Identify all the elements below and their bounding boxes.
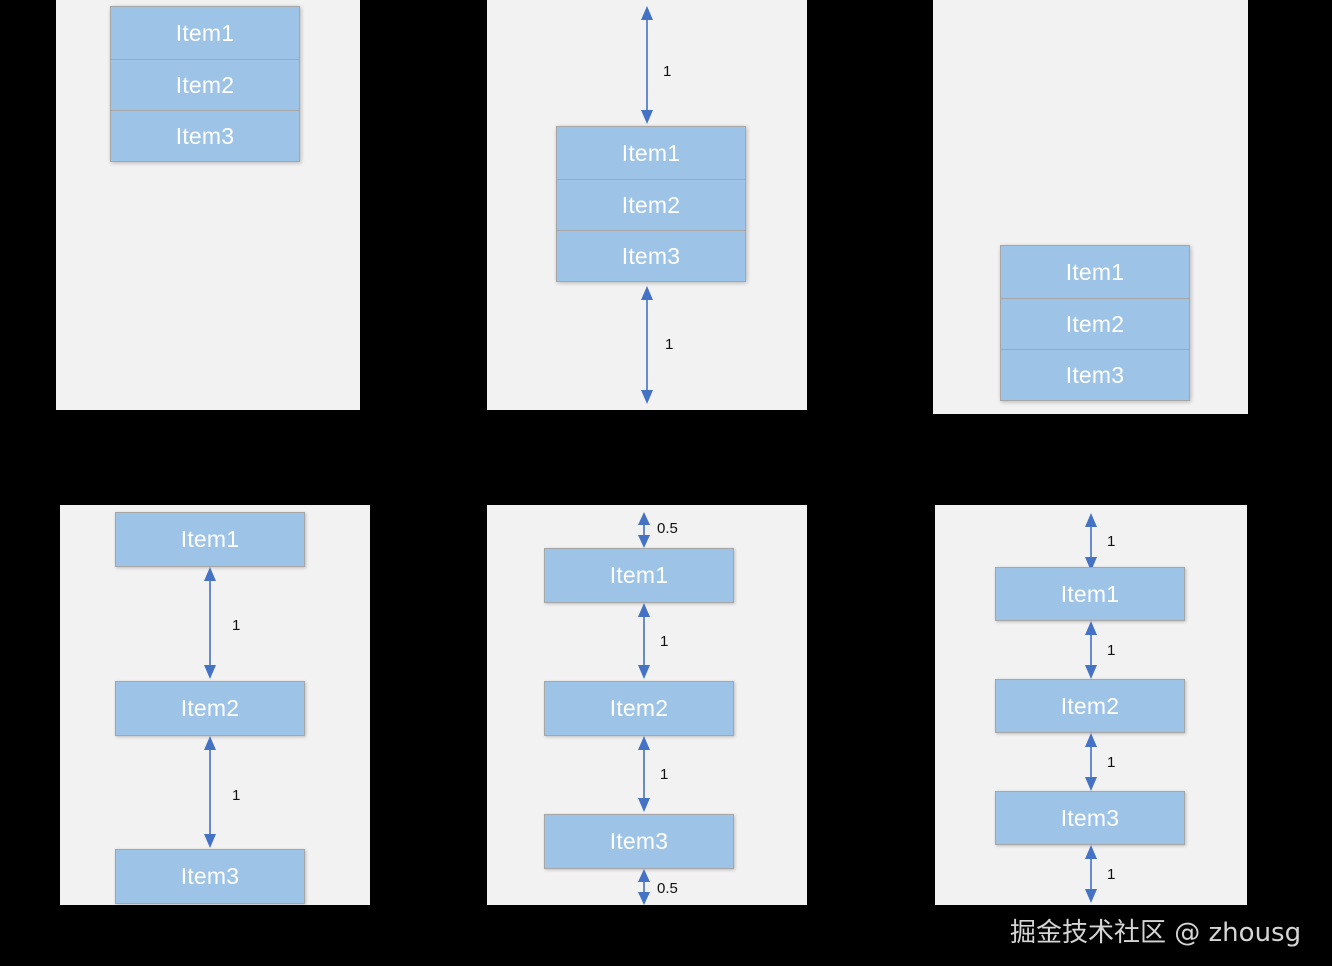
- gap-arrow-bottom: [639, 286, 655, 404]
- gap-label: 1: [665, 336, 674, 353]
- gap-label: 1: [232, 787, 241, 804]
- item-box[interactable]: Item2: [110, 59, 300, 111]
- item-box[interactable]: Item3: [544, 814, 734, 869]
- item-box[interactable]: Item3: [556, 230, 746, 282]
- item-box[interactable]: Item1: [544, 548, 734, 603]
- item-box[interactable]: Item3: [115, 849, 305, 904]
- panel-space-around: 0.5 Item1 1 Item2 1 Item3: [487, 505, 807, 905]
- item-box[interactable]: Item2: [556, 179, 746, 231]
- item-stack: Item1 Item2 Item3: [556, 126, 746, 282]
- gap-arrow-2: [1083, 733, 1099, 791]
- gap-arrow-2: [202, 736, 218, 848]
- gap-arrow-1: [636, 603, 652, 679]
- panel-space-between: Item1 1 Item2 1 Item3: [60, 505, 370, 905]
- panel-flex-end: Item1 Item2 Item3: [933, 0, 1248, 414]
- gap-arrow-bottom: [636, 869, 652, 905]
- item-box[interactable]: Item1: [556, 126, 746, 180]
- item-stack: Item1 Item2 Item3: [110, 6, 300, 162]
- gap-arrow-1: [202, 567, 218, 679]
- item-box[interactable]: Item3: [995, 791, 1185, 845]
- gap-label: 1: [1107, 533, 1116, 550]
- gap-arrow-top: [636, 512, 652, 548]
- gap-label: 1: [663, 63, 672, 80]
- gap-label: 1: [660, 633, 669, 650]
- gap-arrow-bottom: [1083, 845, 1099, 903]
- gap-label: 0.5: [657, 880, 678, 897]
- item-box[interactable]: Item2: [995, 679, 1185, 733]
- item-box[interactable]: Item2: [544, 681, 734, 736]
- gap-label: 1: [1107, 642, 1116, 659]
- gap-label: 1: [232, 617, 241, 634]
- panel-space-evenly: 1 Item1 1 Item2 1 Item3: [935, 505, 1247, 905]
- item-box[interactable]: Item2: [115, 681, 305, 736]
- item-box[interactable]: Item1: [110, 6, 300, 60]
- gap-label: 0.5: [657, 520, 678, 537]
- gap-label: 1: [660, 766, 669, 783]
- gap-arrow-1: [1083, 621, 1099, 679]
- item-box[interactable]: Item1: [1000, 245, 1190, 299]
- item-box[interactable]: Item3: [110, 110, 300, 162]
- panel-flex-start: Item1 Item2 Item3: [56, 0, 360, 410]
- item-stack: Item1 Item2 Item3: [1000, 245, 1190, 401]
- item-box[interactable]: Item3: [1000, 349, 1190, 401]
- gap-label: 1: [1107, 754, 1116, 771]
- gap-label: 1: [1107, 866, 1116, 883]
- item-box[interactable]: Item2: [1000, 298, 1190, 350]
- item-box[interactable]: Item1: [995, 567, 1185, 621]
- item-box[interactable]: Item1: [115, 512, 305, 567]
- gap-arrow-2: [636, 736, 652, 812]
- panel-center: 1 Item1 Item2 Item3 1: [487, 0, 807, 410]
- watermark-text: 掘金技术社区 @ zhousg: [1010, 918, 1302, 948]
- gap-arrow-top: [1083, 513, 1099, 571]
- gap-arrow-top: [639, 6, 655, 124]
